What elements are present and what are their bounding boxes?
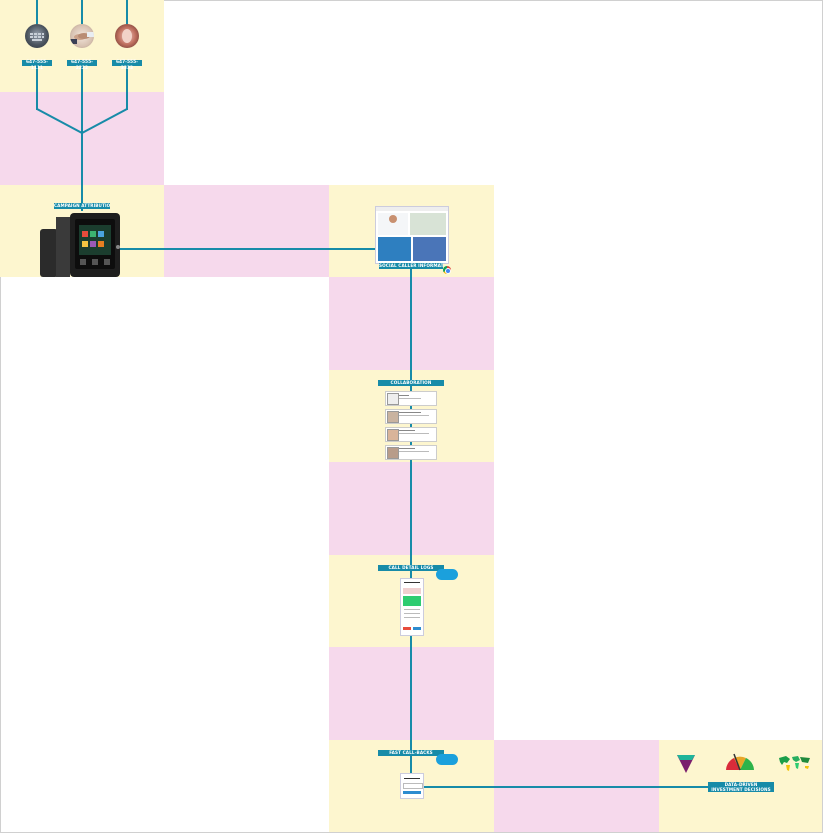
feed-avatar-3 xyxy=(387,429,399,441)
feed-avatar-1 xyxy=(387,393,399,405)
collaboration-label: COLLABORATION xyxy=(378,380,444,386)
feed-avatar-4 xyxy=(387,447,399,459)
salesforce-icon-2 xyxy=(436,754,458,765)
phone-number-2: 647-555-2222 xyxy=(67,60,97,71)
salesforce-icon xyxy=(436,569,458,580)
hand-photo-icon xyxy=(115,24,139,48)
feed-avatar-2 xyxy=(387,411,399,423)
collaboration-feed xyxy=(385,391,437,460)
flow-line-source-1-top xyxy=(36,0,38,24)
fast-call-backs-label: FAST CALL-BACKS xyxy=(378,750,444,756)
world-map-icon xyxy=(778,754,812,772)
data-driven-line1: DATA-DRIVEN xyxy=(724,782,758,787)
data-driven-investment-label: DATA-DRIVEN INVESTMENT DECISIONS xyxy=(708,782,774,792)
flow-line-source-2-top xyxy=(81,0,83,24)
flow-line-source-3-down xyxy=(126,66,128,110)
social-caller-screenshot xyxy=(375,206,449,264)
cell-connector-1 xyxy=(164,185,329,277)
desk-phone-icon xyxy=(40,211,122,277)
flow-line-source-3-top xyxy=(126,0,128,24)
social-caller-information-label: SOCIAL CALLER INFORMATION xyxy=(379,263,443,269)
funnel-icon xyxy=(676,754,696,774)
flow-line-main-vertical xyxy=(410,262,412,788)
flow-line-source-1-down xyxy=(36,66,38,110)
call-detail-logs-label: CALL DETAIL LOGS xyxy=(378,565,444,571)
phone-number-3: 647-555-3333 xyxy=(112,60,142,71)
flow-line-phone-to-social xyxy=(118,248,412,250)
data-driven-line2: INVESTMENT DECISIONS xyxy=(711,787,771,792)
campaign-attribution-label: CAMPAIGN ATTRIBUTION xyxy=(54,203,110,209)
phone-number-1: 647-555-1111 xyxy=(22,60,52,71)
gauge-icon xyxy=(724,752,756,772)
chrome-icon xyxy=(443,266,451,274)
flow-line-to-investment xyxy=(410,786,710,788)
callback-screenshot xyxy=(400,773,424,799)
flow-line-source-2-down xyxy=(81,66,83,211)
handshake-photo-icon xyxy=(70,24,94,48)
merge-lines xyxy=(36,108,128,134)
call-log-screenshot xyxy=(400,578,424,636)
keyboard-photo-icon xyxy=(25,24,49,48)
